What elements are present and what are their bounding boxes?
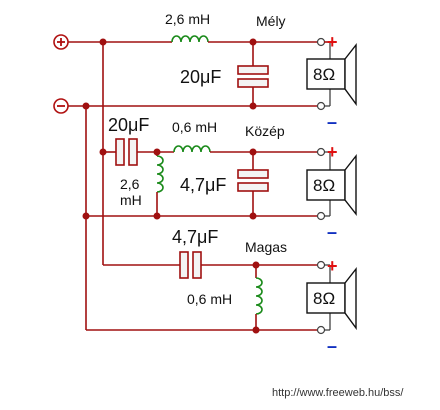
low-inductor [170,35,209,43]
mid-shunt-inductor-label-line2: mH [120,192,142,208]
mid-series-capacitor-label: 20μF [108,115,149,135]
mid-series-inductor [173,145,211,153]
high-section-title: Magas [245,239,287,255]
mid-shunt-capacitor-plate-top [237,169,269,179]
junction-dot [249,212,257,220]
mid-speaker-icon [306,151,357,217]
high-shunt-inductor [255,277,263,315]
mid-minus-terminal [316,211,326,221]
mid-minus-sign: – [327,222,337,242]
junction-dot [249,148,257,156]
mid-shunt-inductor-label-line1: 2,6 [120,176,140,192]
mid-series-inductor-label: 0,6 mH [172,119,217,135]
low-plus-terminal [316,37,326,47]
high-impedance-label: 8Ω [313,289,335,308]
high-plus-terminal [316,260,326,270]
high-capacitor-plate-left [179,251,189,279]
junction-dot [252,326,260,334]
high-capacitor-plate-right [192,251,202,279]
high-speaker-icon [306,264,357,331]
junction-dot [82,102,90,110]
junction-dot [99,38,107,46]
low-capacitor-plate-top [237,65,269,75]
junction-dot [249,38,257,46]
mid-series-capacitor-plate-right [128,138,138,166]
mid-plus-terminal [316,147,326,157]
mid-shunt-inductor [156,155,164,193]
mid-shunt-capacitor-label: 4,7μF [180,175,226,195]
junction-dot [153,212,161,220]
junction-dot [99,148,107,156]
high-plus-sign: + [327,256,338,276]
positive-input-terminal [53,34,69,50]
mid-impedance-label: 8Ω [313,176,335,195]
high-capacitor-label: 4,7μF [172,227,218,247]
footer-url: http://www.freeweb.hu/bss/ [272,387,404,399]
low-impedance-label: 8Ω [313,65,335,84]
low-inductor-label: 2,6 mH [165,11,210,27]
low-minus-sign: – [327,112,337,132]
mid-plus-sign: + [327,142,338,162]
low-section-title: Mély [256,13,286,29]
low-speaker-icon [306,41,357,107]
mid-series-capacitor-plate-left [115,138,125,166]
low-capacitor-plate-bottom [237,78,269,88]
junction-dot [82,212,90,220]
negative-input-terminal [53,98,69,114]
low-capacitor-label: 20μF [180,67,221,87]
high-inductor-label: 0,6 mH [187,291,232,307]
mid-section-title: Közép [245,123,285,139]
low-plus-sign: + [327,32,338,52]
high-minus-terminal [316,325,326,335]
high-minus-sign: – [327,336,337,356]
junction-dot [249,102,257,110]
junction-dot [252,261,260,269]
junction-dot [153,148,161,156]
mid-shunt-capacitor-plate-bottom [237,182,269,192]
low-minus-terminal [316,101,326,111]
